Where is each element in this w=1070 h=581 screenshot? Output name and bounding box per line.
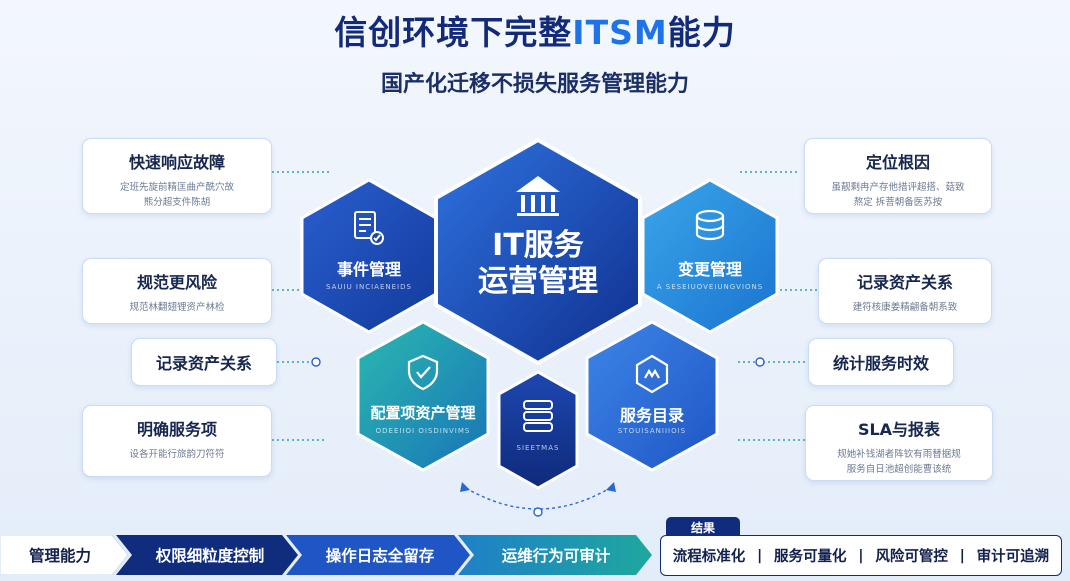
hex-change-sub: A SESEIUOVEIUNGVIONS xyxy=(656,283,764,291)
bar-seg-2 xyxy=(116,535,298,575)
hex-config-label: 配置项资产管理 xyxy=(370,404,476,422)
hex-incident-sub: SAUIU INCIAENEIDS xyxy=(326,283,412,291)
result-item-3: 风险可管控 xyxy=(875,549,948,565)
hex-change-label: 变更管理 xyxy=(677,260,742,279)
hex-catalog-label: 服务目录 xyxy=(619,406,684,425)
arc-dot xyxy=(533,507,543,517)
bar-seg-1 xyxy=(0,535,129,575)
result-separator: | xyxy=(757,547,763,564)
bar-seg-4 xyxy=(458,535,652,575)
hex-center xyxy=(434,137,642,366)
database-icon xyxy=(695,209,725,241)
left-connectors xyxy=(272,171,330,441)
left-card-asset-relation: 记录资产关系 xyxy=(131,338,277,386)
hex-small-sub: SIEETMAS xyxy=(516,444,560,452)
bar-label-2: 权限细粒度控制 xyxy=(155,547,265,565)
result-item-2: 服务可量化 xyxy=(774,549,847,565)
catalog-icon xyxy=(635,354,669,394)
hex-config-sub: ODEEIIOI OISDINVIMS xyxy=(375,427,471,435)
result-box: 流程标准化 | 服务可量化 | 风险可管控 | 审计可追溯 xyxy=(660,535,1062,576)
hex-change xyxy=(641,178,779,334)
right-card-service-time: 统计服务时效 xyxy=(808,338,954,386)
bar-seg-3 xyxy=(286,535,470,575)
result-item-1: 流程标准化 xyxy=(672,549,746,565)
hex-catalog-sub: STOUISANIIIOIS xyxy=(617,427,687,435)
left-card-risk: 规范更风险 规范林翻翅锂资产林检 xyxy=(82,258,272,324)
connector-dots xyxy=(311,357,765,367)
hex-center-label: IT服务 运营管理 xyxy=(478,228,598,299)
bar-label-3: 操作日志全留存 xyxy=(325,547,435,565)
result-separator: | xyxy=(959,547,965,564)
right-card-asset-relation: 记录资产关系 建符核康姜精翩备朝系致 xyxy=(818,258,992,324)
shield-check-icon xyxy=(407,354,439,391)
hex-incident-label: 事件管理 xyxy=(336,260,401,279)
right-card-sla-report: SLA与报表 规她补钱湖者阵钦有雨替据规服务自日池超创能曹该统 xyxy=(805,405,993,481)
bar-label-1: 管理能力 xyxy=(28,547,91,565)
result-tab: 结果 xyxy=(666,517,740,539)
capability-bar xyxy=(0,535,652,575)
page-subtitle: 国产化迁移不损失服务管理能力 xyxy=(380,72,689,97)
arc-arrow-left xyxy=(460,482,470,492)
building-columns-icon xyxy=(516,176,560,216)
result-item-4: 审计可追溯 xyxy=(976,549,1050,565)
document-check-icon xyxy=(354,211,384,245)
right-card-root-cause: 定位根因 虽靓剩冉产存他措评超搭、菇致熬定 拆菩朝备医苏按 xyxy=(804,138,992,214)
page-title: 信创环境下完整ITSM能力 xyxy=(334,13,736,52)
arc-arrow-right xyxy=(606,482,616,492)
right-connectors xyxy=(738,171,818,441)
left-card-service-item: 明确服务项 设各开能行旅韵刀符符 xyxy=(82,405,272,477)
bottom-arc xyxy=(465,487,611,510)
server-stack-icon xyxy=(523,400,553,432)
hex-config xyxy=(356,320,490,472)
hex-catalog xyxy=(585,320,719,472)
result-separator: | xyxy=(858,547,864,564)
bar-label-4: 运维行为可审计 xyxy=(501,547,611,565)
left-card-fast-response: 快速响应故障 定班先旋前精匡曲产酰穴故熊分超支件陈胡 xyxy=(82,138,272,214)
